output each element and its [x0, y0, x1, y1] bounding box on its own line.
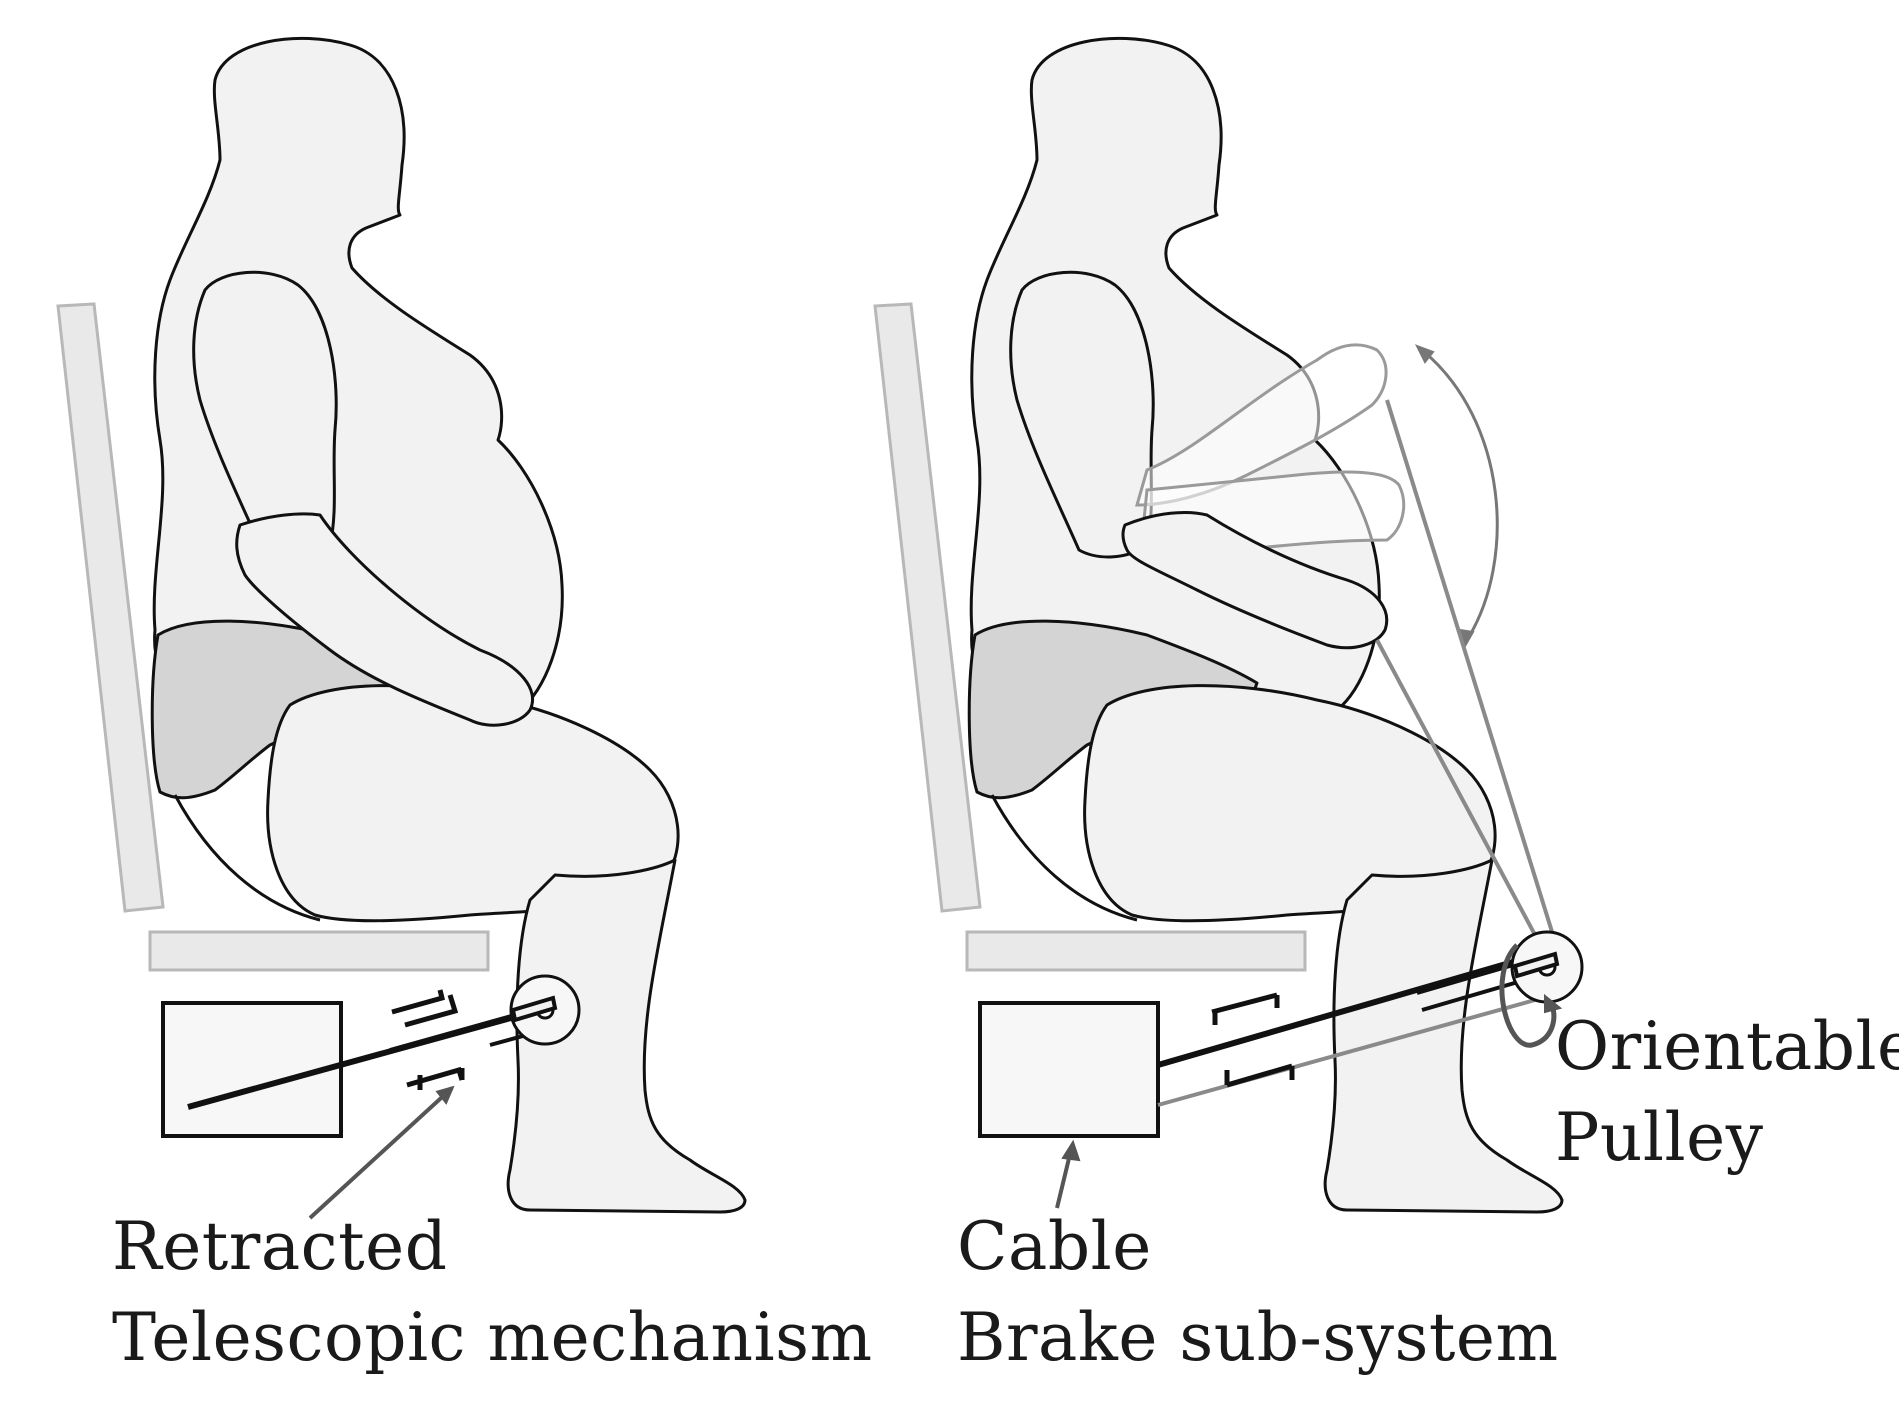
forearm — [235, 512, 534, 727]
chair-seat — [965, 930, 1307, 972]
brake-pads-upper — [1211, 992, 1280, 1025]
telescopic-rod — [1157, 952, 1538, 1068]
retracted-arrow — [308, 1086, 454, 1220]
cable-lower — [1375, 639, 1544, 949]
label-orientable: Orientable — [1555, 1008, 1899, 1085]
chair-backrest — [56, 302, 165, 913]
chair-backrest — [873, 302, 982, 913]
rotation-arrow — [1421, 348, 1499, 641]
label-retracted: Retracted — [112, 1208, 448, 1285]
left-panel — [56, 36, 747, 1220]
brake-box — [161, 1001, 343, 1138]
brake-box — [978, 1001, 1160, 1138]
label-pulley: Pulley — [1555, 1099, 1764, 1176]
label-brake-sub-system: Brake sub-system — [957, 1299, 1559, 1376]
label-telescopic-mechanism: Telescopic mechanism — [112, 1299, 873, 1376]
label-cable: Cable — [957, 1208, 1152, 1285]
forearm — [1121, 510, 1389, 650]
brake-pads-lower — [406, 1066, 465, 1090]
brake-pads-lower — [1224, 1063, 1295, 1088]
cable-return — [1157, 998, 1536, 1107]
brake-pads-upper — [391, 989, 459, 1028]
chair-seat — [148, 930, 490, 972]
right-panel — [873, 36, 1584, 1214]
cable-upper — [1385, 399, 1559, 949]
pulley-orientation-arrow — [1499, 943, 1557, 1048]
